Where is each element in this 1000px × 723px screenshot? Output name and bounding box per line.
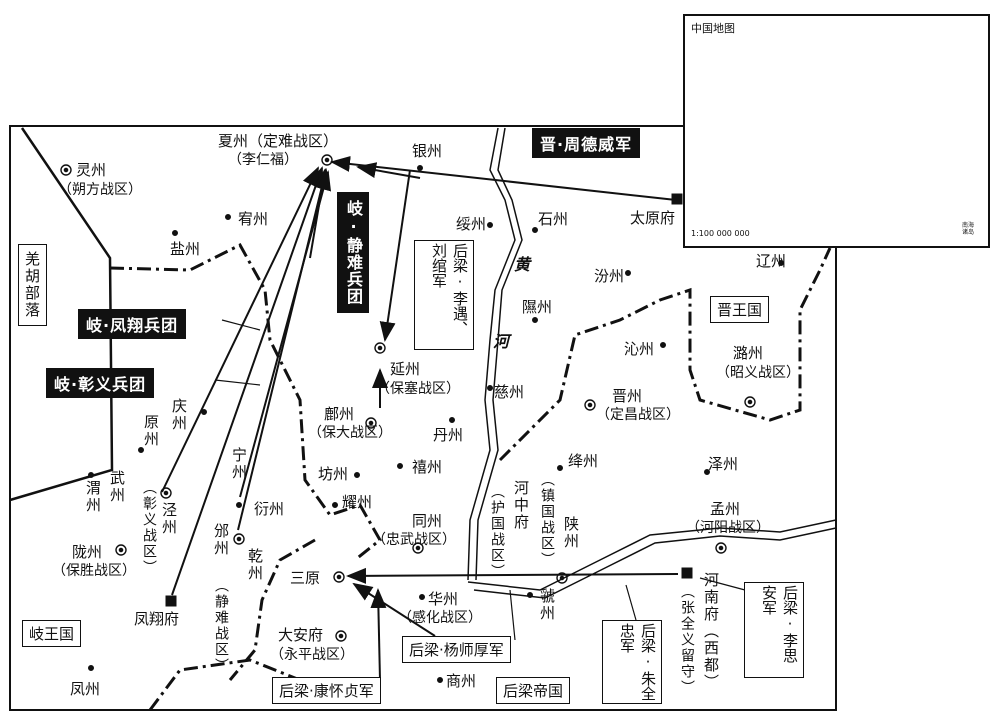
region-jin: 晋王国 bbox=[710, 296, 770, 323]
army-liang-liyu: 后梁·李遇、刘绾军 bbox=[414, 240, 474, 350]
city-jinzhou-sub: （定昌战区） bbox=[596, 407, 680, 423]
city-fenzhou: 汾州 bbox=[594, 267, 625, 285]
city-danzhou: 丹州 bbox=[433, 426, 464, 444]
arrows bbox=[161, 156, 679, 681]
city-huazhou: 华州 bbox=[428, 590, 459, 608]
city-lingzhou: 灵州 bbox=[76, 161, 107, 179]
city-longzhou: 陇州 bbox=[72, 543, 103, 561]
leader-lines bbox=[214, 319, 746, 641]
inset-title: 中国地图 bbox=[691, 22, 735, 35]
city-xiazhou: 夏州（定难战区） bbox=[218, 132, 339, 150]
city-shanzhou: 陕州 bbox=[562, 516, 580, 550]
city-guozhou: 虢州 bbox=[538, 588, 556, 622]
city-jingzhou-sub: （彰义战区） bbox=[141, 480, 157, 576]
city-wuzhou: 武州 bbox=[108, 470, 126, 504]
city-cizhou: 慈州 bbox=[494, 383, 525, 401]
army-liang-zhu: 后梁·朱全忠军 bbox=[602, 620, 662, 704]
city-zhenguo: （镇国战区） bbox=[539, 472, 555, 568]
city-henanfu: 河南府（西都） bbox=[702, 572, 720, 691]
city-huazhou-sub: （感化战区） bbox=[398, 610, 482, 626]
city-qingzhou: 庆州 bbox=[170, 398, 188, 432]
city-qinzhou: 沁州 bbox=[624, 340, 655, 358]
city-hezhongfu-sub: （护国战区） bbox=[489, 484, 505, 580]
inset-china-map: 中国地图 1:100 000 000 bbox=[683, 14, 990, 248]
city-fengzhou: 凤州 bbox=[70, 680, 101, 698]
city-yanzhou2-sub: （保塞战区） bbox=[376, 381, 460, 397]
city-longzhou-sub: （保胜战区） bbox=[52, 563, 136, 579]
city-luzhou: 潞州 bbox=[733, 344, 764, 362]
city-yanzhou: 盐州 bbox=[170, 240, 201, 258]
city-youzhou: 宥州 bbox=[238, 210, 269, 228]
city-lingzhou-sub: （朔方战区） bbox=[58, 182, 142, 198]
army-qi-zhangyi: 岐·彰义兵团 bbox=[46, 368, 155, 398]
city-hezhongfu: 河中府 bbox=[512, 480, 530, 531]
city-fuzhou: 鄜州 bbox=[324, 405, 355, 423]
inset-scale: 1:100 000 000 bbox=[691, 229, 750, 238]
city-mengzhou: 孟州 bbox=[710, 500, 741, 518]
dash-dot-borders bbox=[109, 243, 832, 711]
city-xizhou2: 禧州 bbox=[412, 458, 443, 476]
city-ningzhou: 宁州 bbox=[230, 447, 248, 481]
city-suizhou: 绥州 bbox=[456, 215, 487, 233]
yellow-river bbox=[467, 127, 837, 599]
city-liaozhou: 辽州 bbox=[756, 252, 787, 270]
city-sanyuan: 三原 bbox=[290, 569, 321, 587]
city-fengxiang: 凤翔府 bbox=[134, 610, 180, 628]
army-qi-jingnan: 岐·静难兵团 bbox=[337, 192, 369, 313]
border-qiang bbox=[9, 127, 114, 502]
city-mengzhou-sub: （河阳战区） bbox=[686, 520, 770, 536]
city-qianzhou: 乾州 bbox=[246, 548, 264, 582]
city-binzhou: 邠州 bbox=[212, 523, 230, 557]
city-tongzhou-sub: （忠武战区） bbox=[372, 532, 456, 548]
city-henanfu-sub: （张全义留守） bbox=[679, 584, 695, 696]
city-binzhou-sub: （静难战区） bbox=[213, 578, 229, 674]
region-qi: 岐王国 bbox=[22, 620, 82, 647]
city-yuanzhou: 原州 bbox=[142, 414, 160, 448]
river-label-he: 河 bbox=[493, 332, 510, 351]
city-yanzhou3: 衍州 bbox=[254, 500, 285, 518]
city-xizhou: 隰州 bbox=[522, 298, 553, 316]
city-jingzhou: 泾州 bbox=[160, 502, 178, 536]
city-jinzhou: 晋州 bbox=[612, 387, 643, 405]
army-liang-yang: 后梁·杨师厚军 bbox=[402, 636, 511, 663]
city-weizhou: 渭州 bbox=[84, 480, 102, 514]
city-fangzhou: 坊州 bbox=[318, 465, 349, 483]
main-map-frame bbox=[9, 125, 837, 711]
city-yaozhou: 耀州 bbox=[342, 493, 373, 511]
city-zezhou: 泽州 bbox=[708, 455, 739, 473]
city-markers bbox=[60, 154, 784, 683]
city-daanfu-sub: （永平战区） bbox=[270, 647, 354, 663]
city-yinzhou: 银州 bbox=[412, 142, 443, 160]
city-tongzhou: 同州 bbox=[412, 512, 443, 530]
city-daanfu: 大安府 bbox=[278, 626, 324, 644]
army-liang-li: 后梁·李思安军 bbox=[744, 582, 804, 678]
river-label-huang: 黄 bbox=[514, 255, 531, 274]
city-taiyuan: 太原府 bbox=[630, 209, 676, 227]
city-jiangzhou: 绛州 bbox=[568, 452, 599, 470]
army-liang-kang: 后梁·康怀贞军 bbox=[272, 677, 381, 704]
city-shizhou: 石州 bbox=[538, 210, 569, 228]
army-jin-zhou: 晋·周德威军 bbox=[532, 128, 641, 158]
region-qiang: 羌胡部落 bbox=[18, 244, 47, 326]
city-shangzhou: 商州 bbox=[446, 672, 477, 690]
army-qi-fengxiang: 岐·凤翔兵团 bbox=[78, 309, 187, 339]
city-luzhou-sub: （昭义战区） bbox=[716, 365, 800, 381]
city-fuzhou-sub: （保大战区） bbox=[308, 425, 392, 441]
city-xiazhou-sub: （李仁福） bbox=[228, 152, 298, 168]
region-houliang: 后梁帝国 bbox=[496, 677, 571, 704]
city-yanzhou2: 延州 bbox=[390, 360, 421, 378]
inset-corner-note: 南海诸岛 bbox=[962, 222, 975, 236]
